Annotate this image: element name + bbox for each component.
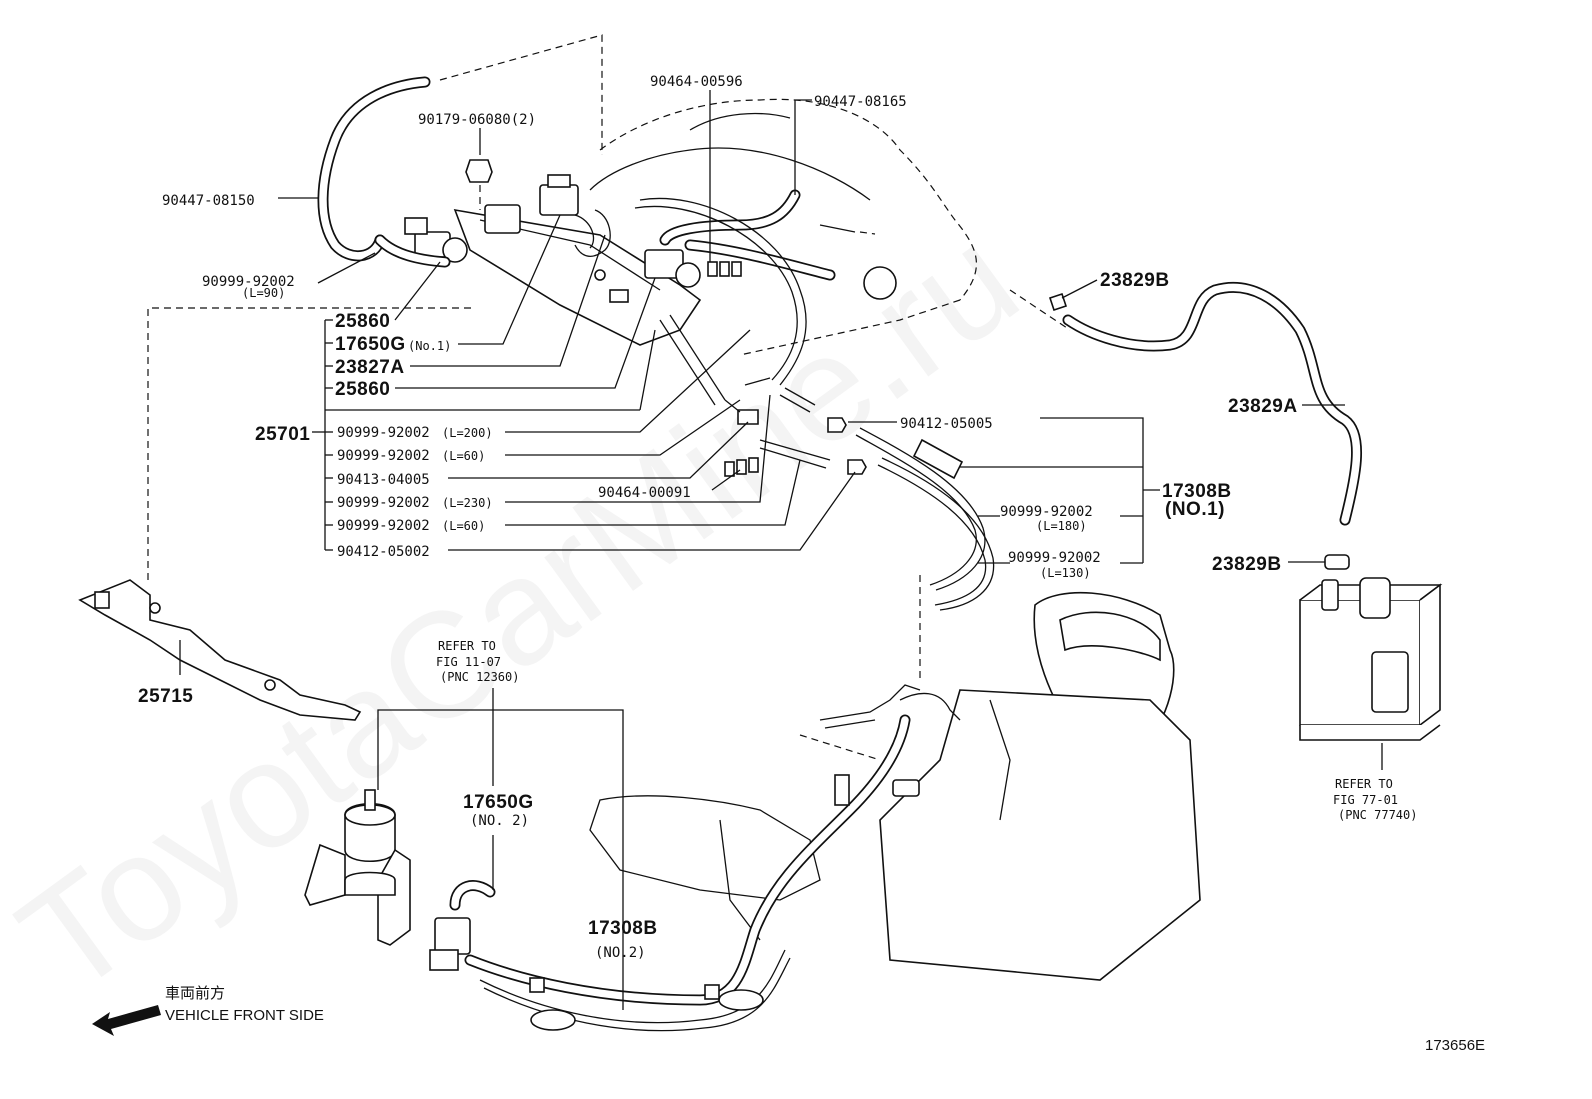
row-part: 23827A [335,357,405,378]
vehicle-front-en: VEHICLE FRONT SIDE [165,1007,324,1024]
label-90412-05005: 90412-05005 [900,416,993,432]
union-90412-05002[interactable] [847,459,867,475]
hose-segments-center[interactable] [659,314,831,469]
row-part: 17650G [335,334,406,355]
label-90999-l180: 90999-92002 [1000,504,1093,520]
row-suffix: (L=230) [442,496,493,510]
row-suffix: (L=60) [442,449,485,463]
row-part: 90999-92002 [337,495,430,511]
label-23829a: 23829A [1228,396,1298,417]
label-90179-06080: 90179-06080(2) [418,112,536,128]
label-90447-08165: 90447-08165 [814,94,907,110]
label-90447-08150: 90447-08150 [162,193,255,209]
label-l90: (L=90) [242,286,285,300]
vehicle-front-jp: 車両前方 [165,985,225,1002]
nut-90179-06080[interactable] [465,159,493,210]
union-90412-05005[interactable] [827,417,847,433]
refer-fig77-line2: FIG 77-01 [1333,793,1398,807]
label-90999-l130: 90999-92002 [1008,550,1101,566]
group-row: 90999-92002 (L=60) [337,518,485,534]
hose-17308b-no1[interactable] [855,427,995,611]
row-suffix: (L=200) [442,426,493,440]
clamp-90464-00596[interactable] [707,261,742,277]
label-no2-a: (NO. 2) [470,813,529,829]
drawing-number: 173656E [1425,1037,1485,1054]
charcoal-canister[interactable] [1299,577,1443,741]
row-suffix: (No.1) [408,339,451,353]
bracket-25715[interactable] [78,579,362,721]
label-no1: (NO.1) [1165,499,1225,520]
refer-fig11-line3: (PNC 12360) [440,670,519,684]
clamp-90464-00091[interactable] [724,457,759,477]
intake-assembly [589,591,1201,981]
group-row: 25860 [335,379,390,400]
group-row: 90412-05002 [337,544,430,560]
bracket-25701[interactable] [453,204,702,346]
group-row: 90999-92002 (L=60) [337,448,485,464]
label-23829b-bottom: 23829B [1212,554,1282,575]
leader-lines [92,90,1383,1036]
vsv-25860-left[interactable] [404,217,468,263]
label-23829b-top: 23829B [1100,270,1170,291]
vsv-17650g-no2[interactable] [429,880,496,971]
hose-90447-08150[interactable] [317,76,431,262]
row-part: 90999-92002 [337,448,430,464]
refer-fig77-line1: REFER TO [1335,777,1393,791]
label-layer: 90447-08150 90179-06080(2) 90464-00596 9… [138,74,1485,1054]
hose-17308b-no2[interactable] [464,684,921,1032]
row-part: 25860 [335,311,390,332]
hose-l200[interactable] [634,197,807,386]
refer-fig11-line1: REFER TO [438,639,496,653]
hose-23829a[interactable] [1062,281,1362,526]
tee-90413-04005[interactable] [724,399,759,425]
hose-90999-l90[interactable] [374,234,451,268]
hose-90447-08165[interactable] [659,189,801,246]
group-row: 90999-92002 (L=200) [337,425,493,441]
row-part: 90999-92002 [337,425,430,441]
refer-fig77-line3: (PNC 77740) [1338,808,1417,822]
refer-fig11-line2: FIG 11-07 [436,655,501,669]
row-part: 25860 [335,379,390,400]
label-25701: 25701 [255,424,310,445]
label-90464-00091: 90464-00091 [598,485,691,501]
row-part: 90999-92002 [337,518,430,534]
group-row: 90999-92002 (L=230) [337,495,493,511]
label-l130: (L=130) [1040,566,1091,580]
label-17308b-no1: 17308B [1162,481,1232,502]
row-part: 90412-05002 [337,544,430,560]
label-l180: (L=180) [1036,519,1087,533]
row-suffix: (L=60) [442,519,485,533]
group-row: 25860 [335,311,390,332]
label-17650g-no2: 17650G [463,792,534,813]
engine-mount[interactable] [304,789,411,946]
vsv-25860-right[interactable] [644,249,701,288]
row-part: 90413-04005 [337,472,430,488]
label-90999-92002-l90: 90999-92002 [202,274,295,290]
group-row: 23827A [335,357,405,378]
group-row: 90413-04005 [337,472,430,488]
group-row: 17650G(No.1) [335,334,451,355]
label-17308b-no2: 17308B [588,918,658,939]
label-90464-00596: 90464-00596 [650,74,743,90]
group-25701-list: 25860 17650G(No.1) 23827A 25860 90999-92… [335,311,493,560]
vsv-17650g-no1[interactable] [539,174,579,216]
hose-upper-right[interactable] [684,239,836,281]
label-25715: 25715 [138,686,193,707]
clip-23829b-bottom[interactable] [1324,554,1350,570]
clip-23829b-top[interactable] [1048,292,1068,312]
label-no2-b: (NO.2) [595,945,646,961]
